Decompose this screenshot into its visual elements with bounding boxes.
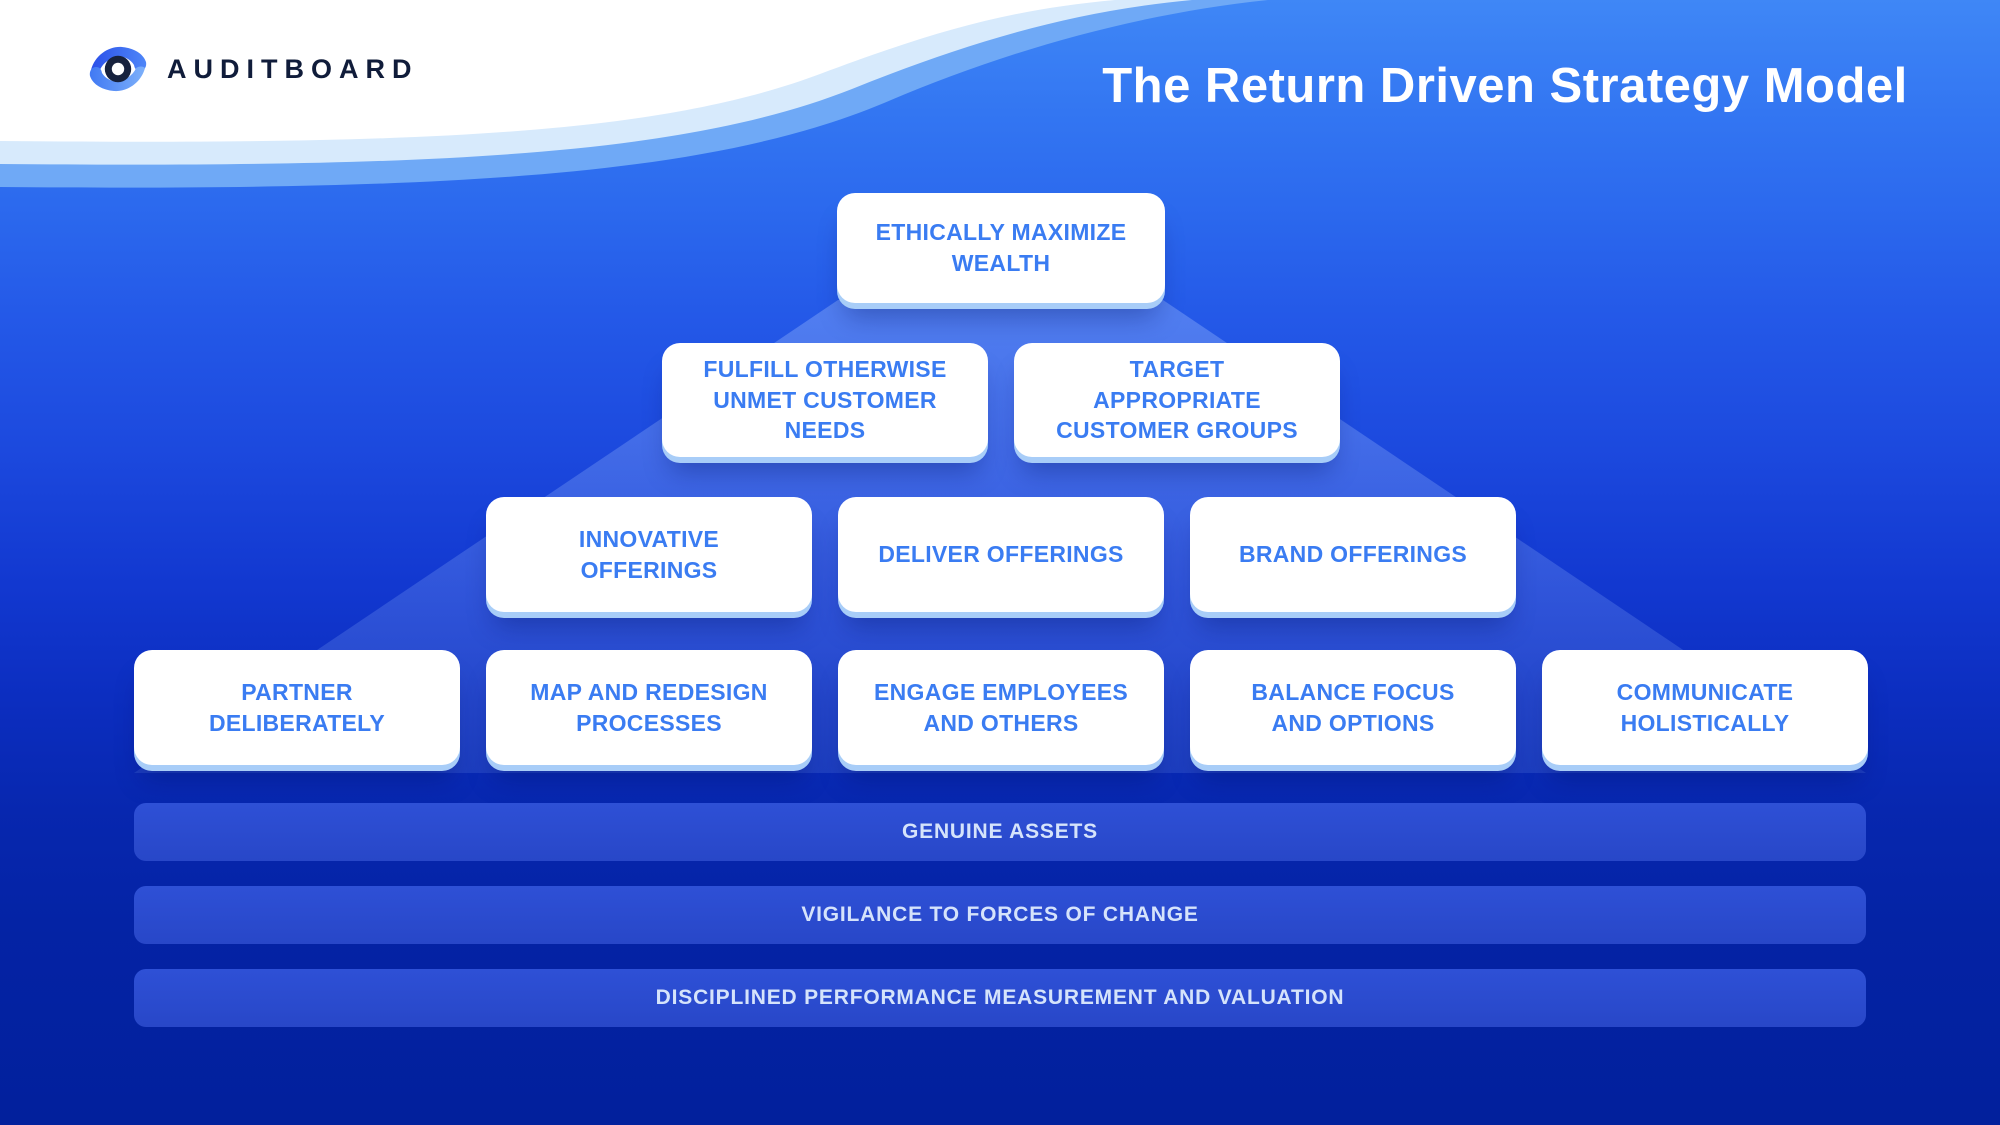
auditboard-eye-icon: [89, 46, 147, 92]
pyramid-box-balance-focus-and-options: BALANCE FOCUS AND OPTIONS: [1190, 650, 1516, 765]
pyramid-box-communicate-holistically: COMMUNICATE HOLISTICALLY: [1542, 650, 1868, 765]
pyramid-box-partner-deliberately: PARTNER DELIBERATELY: [134, 650, 460, 765]
pyramid-box-deliver-offerings: DELIVER OFFERINGS: [838, 497, 1164, 612]
page-title: The Return Driven Strategy Model: [1102, 59, 1908, 113]
brand-name: AUDITBOARD: [167, 53, 419, 84]
foundation-bar-genuine-assets: GENUINE ASSETS: [134, 803, 1866, 861]
pyramid-box-target-appropriate-customer-groups: TARGET APPROPRIATE CUSTOMER GROUPS: [1014, 343, 1340, 457]
pyramid-box-ethically-maximize-wealth: ETHICALLY MAXIMIZE WEALTH: [837, 193, 1165, 303]
pyramid-box-map-and-redesign-processes: MAP AND REDESIGN PROCESSES: [486, 650, 812, 765]
brand-logo: AUDITBOARD: [85, 44, 419, 94]
pyramid-box-brand-offerings: BRAND OFFERINGS: [1190, 497, 1516, 612]
pyramid-box-fulfill-unmet-customer-needs: FULFILL OTHERWISE UNMET CUSTOMER NEEDS: [662, 343, 988, 457]
foundation-bar-disciplined-performance-measurement: DISCIPLINED PERFORMANCE MEASUREMENT AND …: [134, 969, 1866, 1027]
pyramid-box-innovative-offerings: INNOVATIVE OFFERINGS: [486, 497, 812, 612]
pyramid-box-engage-employees-and-others: ENGAGE EMPLOYEES AND OTHERS: [838, 650, 1164, 765]
foundation-bar-vigilance-to-forces-of-change: VIGILANCE TO FORCES OF CHANGE: [134, 886, 1866, 944]
header-wave-shape: [0, 0, 1268, 188]
